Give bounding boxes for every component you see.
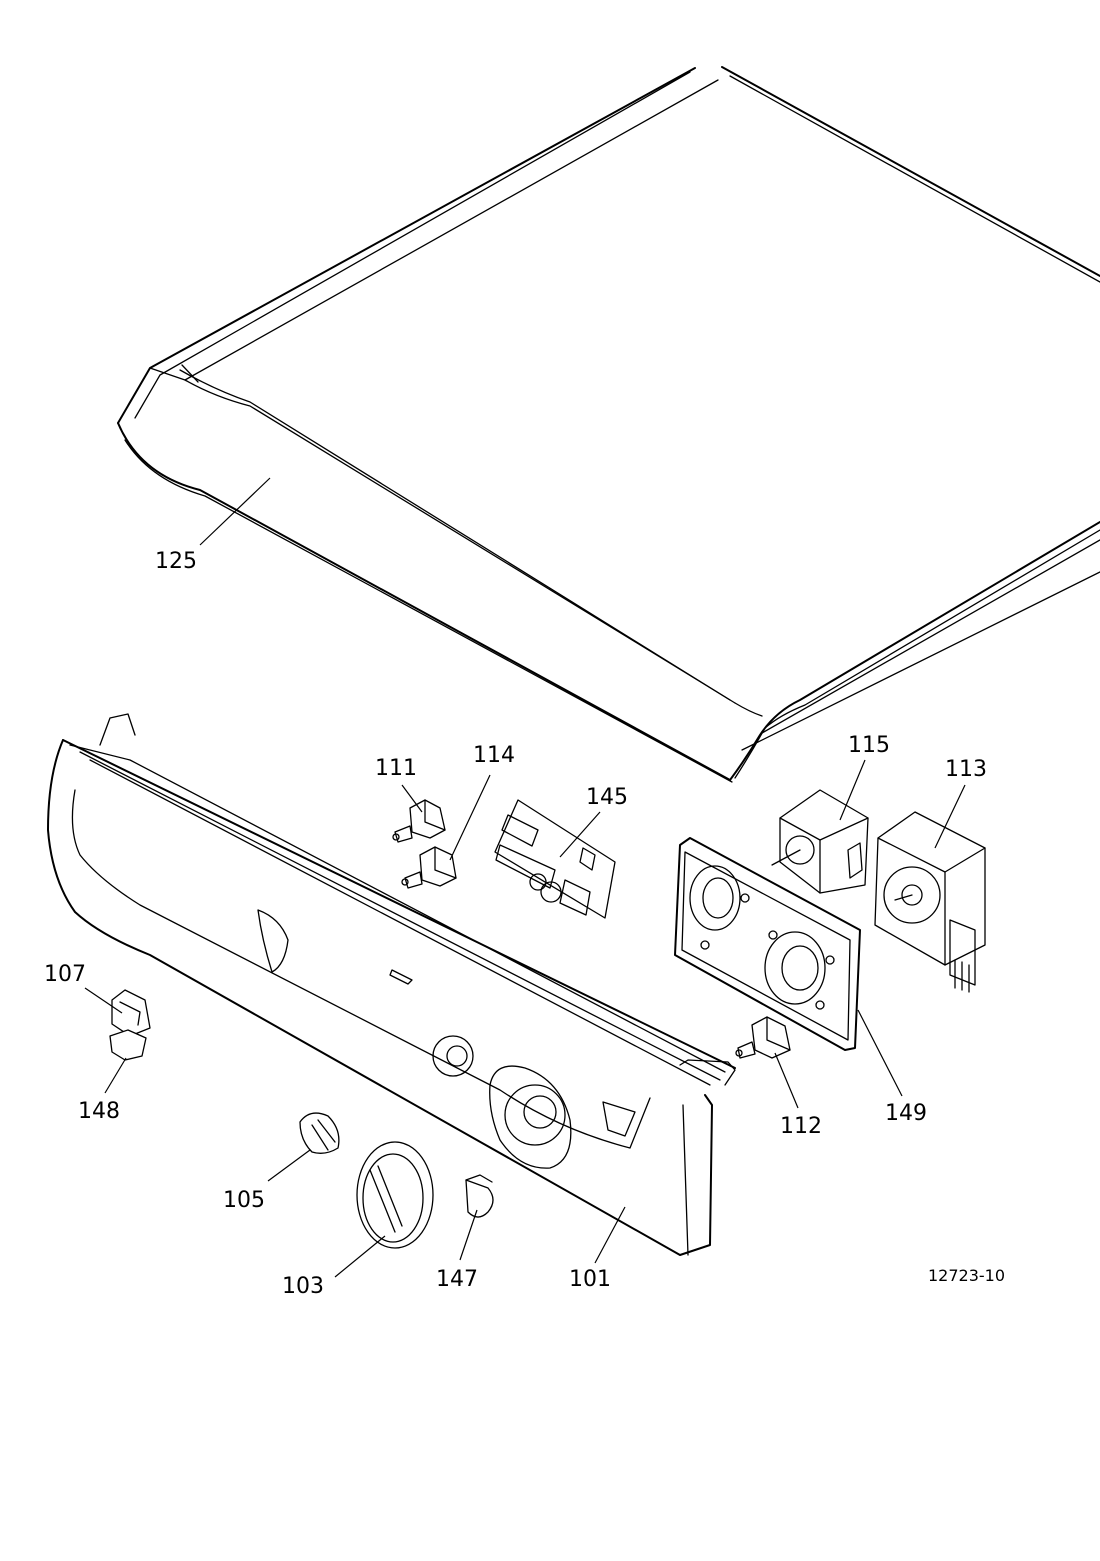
part-148-cap (109, 1029, 147, 1061)
label-113: 113 (945, 757, 987, 782)
part-103-knob (356, 1141, 434, 1249)
label-114: 114 (473, 743, 515, 768)
part-115-timer-motor (771, 789, 869, 894)
part-112-switch (735, 1016, 791, 1059)
part-125-top-lid (117, 66, 1100, 783)
label-147: 147 (436, 1267, 478, 1292)
part-111-switch (392, 799, 446, 843)
label-149: 149 (885, 1101, 927, 1126)
label-111: 111 (375, 756, 417, 781)
leader-lines (84, 477, 966, 1278)
part-113-timer-assembly (874, 811, 986, 993)
part-114-switch (401, 846, 457, 889)
label-103: 103 (282, 1274, 324, 1299)
label-115: 115 (848, 733, 890, 758)
part-145-circuit-board (494, 799, 616, 919)
part-105-knob (299, 1112, 340, 1154)
part-147-button (465, 1174, 494, 1218)
label-112: 112 (780, 1114, 822, 1139)
part-107-knob (111, 989, 151, 1037)
label-148: 148 (78, 1099, 120, 1124)
figure-id: 12723-10 (928, 1266, 1006, 1285)
label-101: 101 (569, 1267, 611, 1292)
label-125: 125 (155, 549, 197, 574)
label-105: 105 (223, 1188, 265, 1213)
part-149-gasket-plate (674, 837, 861, 1051)
part-101-control-panel (47, 713, 736, 1256)
label-145: 145 (586, 785, 628, 810)
label-107: 107 (44, 962, 86, 987)
